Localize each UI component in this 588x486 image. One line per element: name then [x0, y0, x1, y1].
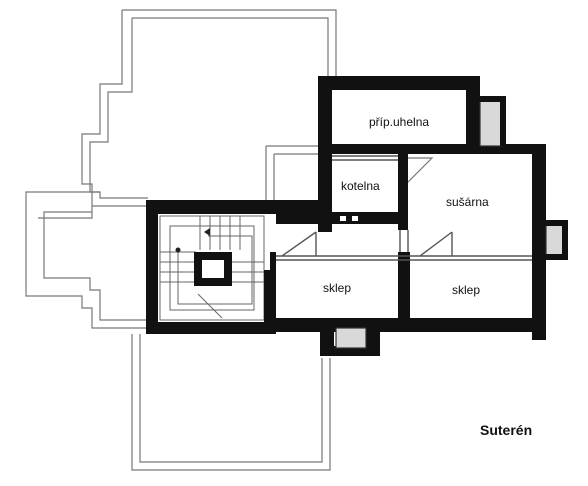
room-labels: příp.uhelna kotelna sušárna sklep sklep — [323, 115, 489, 297]
plan-title: Suterén — [480, 422, 532, 438]
light-wells — [335, 96, 568, 349]
room-label-susarna: sušárna — [446, 195, 489, 209]
room-label-prip-uhelna: příp.uhelna — [369, 115, 429, 129]
staircase — [159, 215, 265, 321]
room-label-kotelna: kotelna — [341, 179, 380, 193]
room-label-sklep-right: sklep — [452, 283, 480, 297]
interior-lines — [276, 155, 532, 261]
room-label-sklep-left: sklep — [323, 281, 351, 295]
